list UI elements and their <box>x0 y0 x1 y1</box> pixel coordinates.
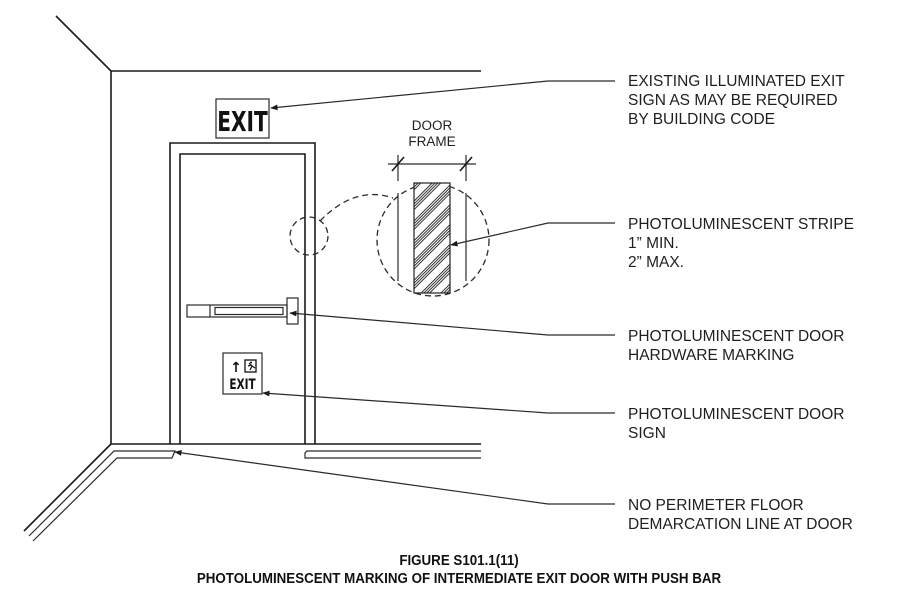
running-man-icon <box>244 359 257 373</box>
callout-line: EXISTING ILLUMINATED EXIT <box>628 73 845 90</box>
callout-line: PHOTOLUMINESCENT STRIPE <box>628 216 854 233</box>
leader-hardware <box>289 310 615 336</box>
room-walls <box>23 15 481 532</box>
callout-line: BY BUILDING CODE <box>628 111 776 128</box>
door-sign-box <box>222 352 263 395</box>
door-exit-sign: ↑ EXIT <box>222 352 263 395</box>
push-bar <box>186 297 299 325</box>
callout-line: 2” MAX. <box>628 254 684 271</box>
detail-reference-circle <box>289 216 329 256</box>
callout-floor: NO PERIMETER FLOOR DEMARCATION LINE AT D… <box>628 496 853 534</box>
door-frame-label-line1: DOOR <box>411 118 453 133</box>
callout-line: SIGN AS MAY BE REQUIRED <box>628 92 838 109</box>
up-arrow-icon: ↑ <box>230 360 242 376</box>
callout-line: SIGN <box>628 425 666 442</box>
door-assembly <box>169 142 316 444</box>
callout-stripe: PHOTOLUMINESCENT STRIPE 1” MIN. 2” MAX. <box>628 215 854 272</box>
callout-line: DEMARCATION LINE AT DOOR <box>628 516 853 533</box>
figure-number: FIGURE S101.1(11) <box>399 553 519 569</box>
floor-stripe-right <box>304 450 481 459</box>
door-frame-dimension <box>388 155 476 181</box>
callout-hardware: PHOTOLUMINESCENT DOOR HARDWARE MARKING <box>628 327 844 365</box>
door-frame <box>169 142 316 444</box>
floor-demarcation-stripes <box>28 450 481 542</box>
leader-lines <box>174 80 615 505</box>
callout-door-sign: PHOTOLUMINESCENT DOOR SIGN <box>628 405 844 443</box>
door-sign-exit-text: EXIT <box>229 377 256 393</box>
illuminated-exit-sign: EXIT <box>215 98 270 139</box>
ceiling-corner-line <box>55 15 112 72</box>
callout-line: HARDWARE MARKING <box>628 347 795 364</box>
push-bar-end-cap <box>286 297 299 325</box>
dimension-tick-left <box>391 156 405 172</box>
detail-connector-arc <box>319 193 394 222</box>
dimension-tick-right <box>459 156 473 172</box>
photoluminescent-stripe-hatch <box>413 182 451 294</box>
callout-line: PHOTOLUMINESCENT DOOR <box>628 406 845 423</box>
door-frame-label: DOOR FRAME <box>402 118 462 150</box>
leader-stripe <box>450 222 615 247</box>
door-frame-label-line2: FRAME <box>408 134 456 149</box>
door-leaf <box>179 153 306 444</box>
exit-sign-box <box>215 98 270 139</box>
floor-stripe-left <box>28 450 176 542</box>
figure-title: PHOTOLUMINESCENT MARKING OF INTERMEDIATE… <box>196 571 722 587</box>
detail-callout <box>289 182 490 297</box>
push-bar-marking <box>214 306 284 316</box>
callout-line: NO PERIMETER FLOOR <box>628 497 804 514</box>
leader-door-sign <box>262 390 615 414</box>
push-bar-housing <box>186 304 288 318</box>
callout-exit-sign: EXISTING ILLUMINATED EXIT SIGN AS MAY BE… <box>628 72 845 129</box>
callout-line: PHOTOLUMINESCENT DOOR <box>628 328 845 345</box>
exit-sign-text: EXIT <box>217 105 268 138</box>
floor-corner-line <box>23 443 112 532</box>
callout-line: 1” MIN. <box>628 235 679 252</box>
leader-floor <box>174 450 615 505</box>
leader-exit-sign <box>270 80 615 111</box>
